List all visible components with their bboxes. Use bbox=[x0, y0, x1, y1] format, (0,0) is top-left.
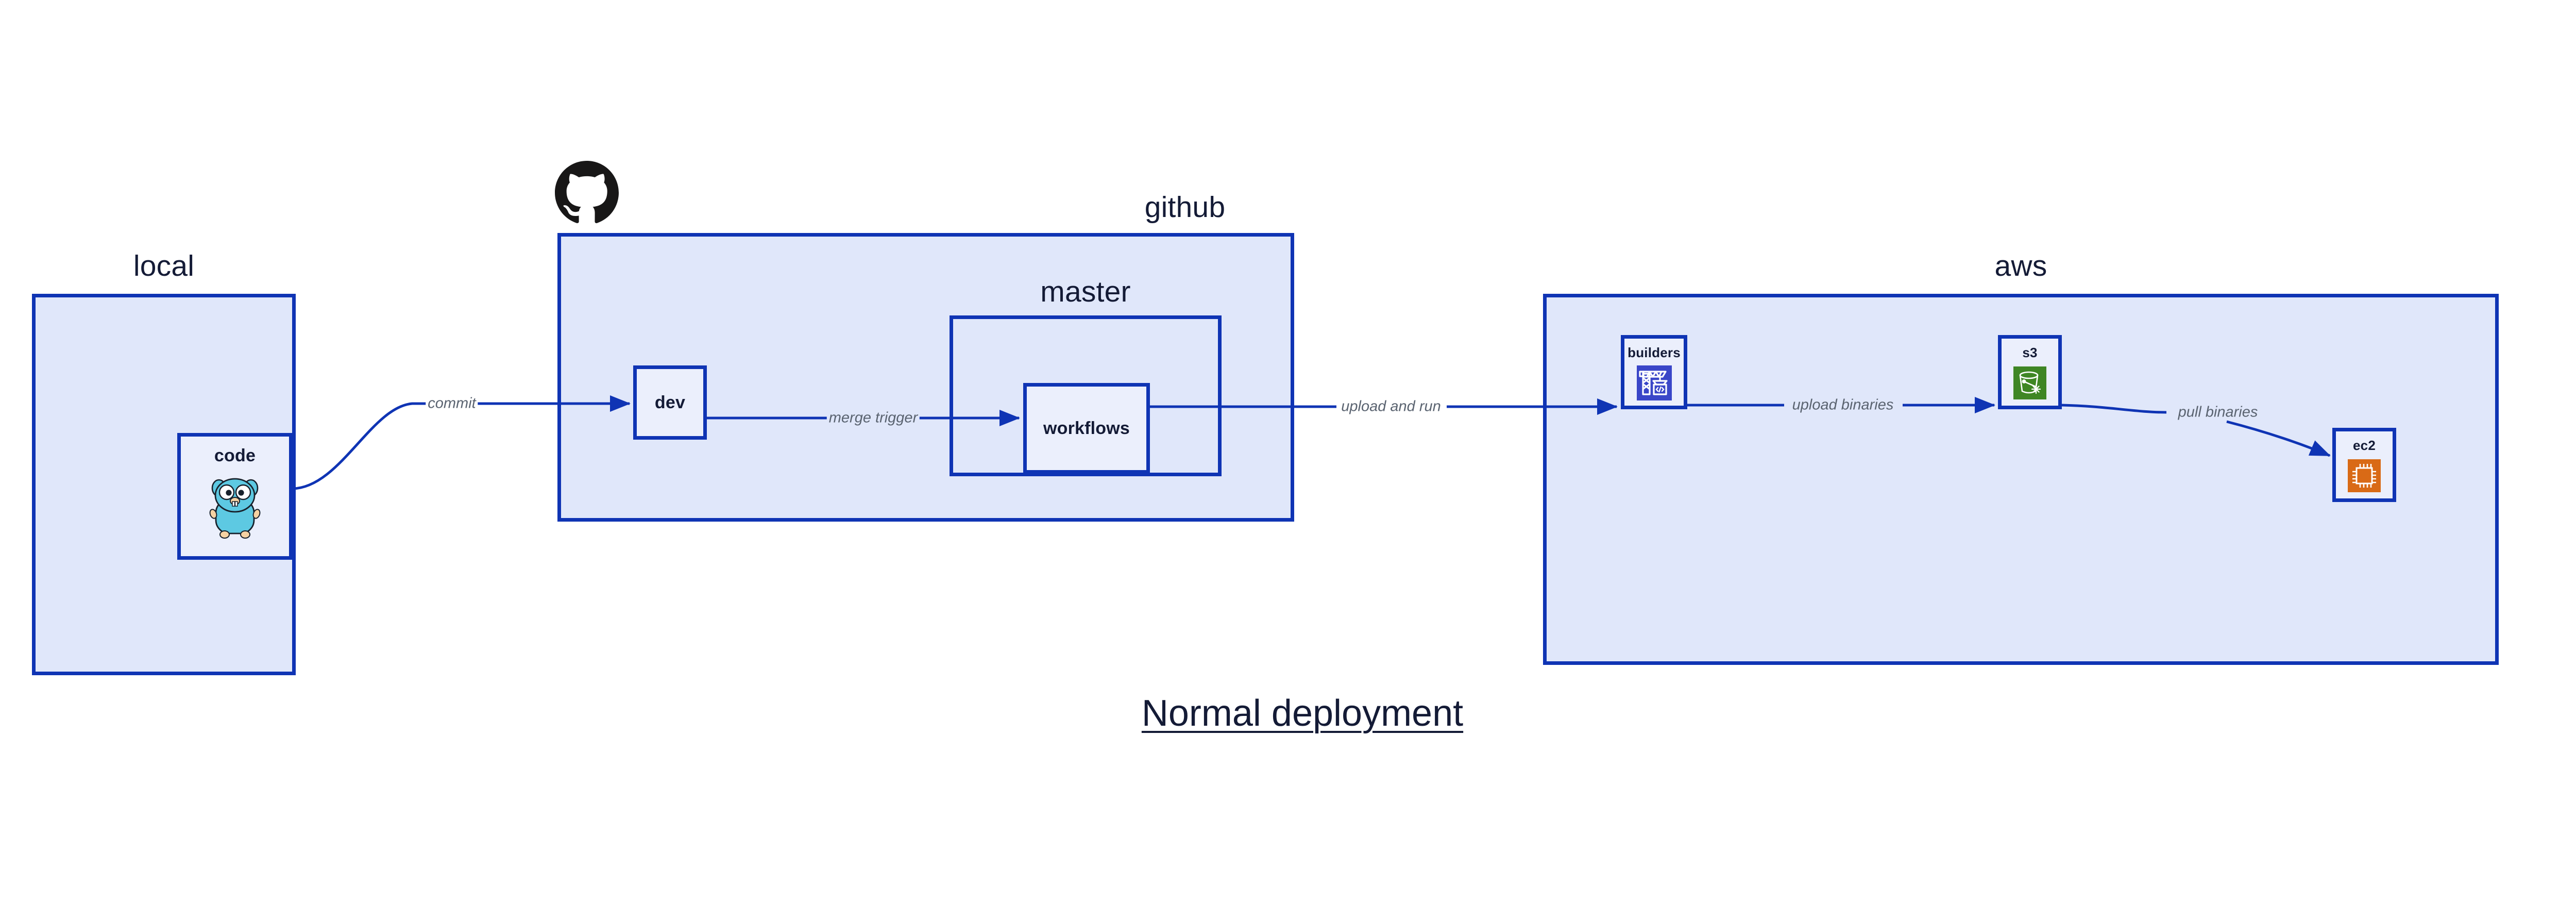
node-workflows[interactable]: workflows bbox=[1023, 383, 1150, 474]
go-gopher-icon bbox=[205, 473, 265, 543]
github-octocat-icon bbox=[555, 161, 619, 225]
node-code[interactable]: code bbox=[177, 433, 293, 560]
node-code-label: code bbox=[214, 446, 256, 465]
edge-commit-line bbox=[292, 402, 495, 490]
group-local-title: local bbox=[133, 249, 195, 282]
edge-label-upload-and-run: upload and run bbox=[1339, 399, 1443, 414]
node-builders-label: builders bbox=[1628, 345, 1681, 360]
node-ec2-label: ec2 bbox=[2353, 438, 2376, 453]
crane-icon bbox=[1636, 365, 1672, 403]
node-s3[interactable]: s3 bbox=[1998, 335, 2062, 409]
node-workflows-label: workflows bbox=[1043, 419, 1130, 438]
node-s3-label: s3 bbox=[2022, 345, 2038, 360]
node-ec2[interactable]: ec2 bbox=[2332, 428, 2396, 502]
edge-label-pull-binaries: pull binaries bbox=[2176, 405, 2260, 420]
edge-label-merge-trigger: merge trigger bbox=[826, 410, 920, 426]
node-builders[interactable]: builders bbox=[1621, 335, 1687, 409]
edge-label-commit: commit bbox=[426, 396, 478, 411]
node-dev[interactable]: dev bbox=[633, 365, 707, 440]
group-aws-title: aws bbox=[1994, 249, 2047, 282]
group-master-title: master bbox=[1040, 275, 1131, 308]
s3-bucket-icon bbox=[2013, 366, 2046, 402]
node-dev-label: dev bbox=[654, 393, 686, 412]
diagram-title: Normal deployment bbox=[1141, 693, 1464, 734]
group-github-title: github bbox=[1144, 191, 1226, 224]
cpu-chip-icon bbox=[2348, 459, 2381, 495]
edge-label-upload-binaries: upload binaries bbox=[1790, 397, 1896, 413]
